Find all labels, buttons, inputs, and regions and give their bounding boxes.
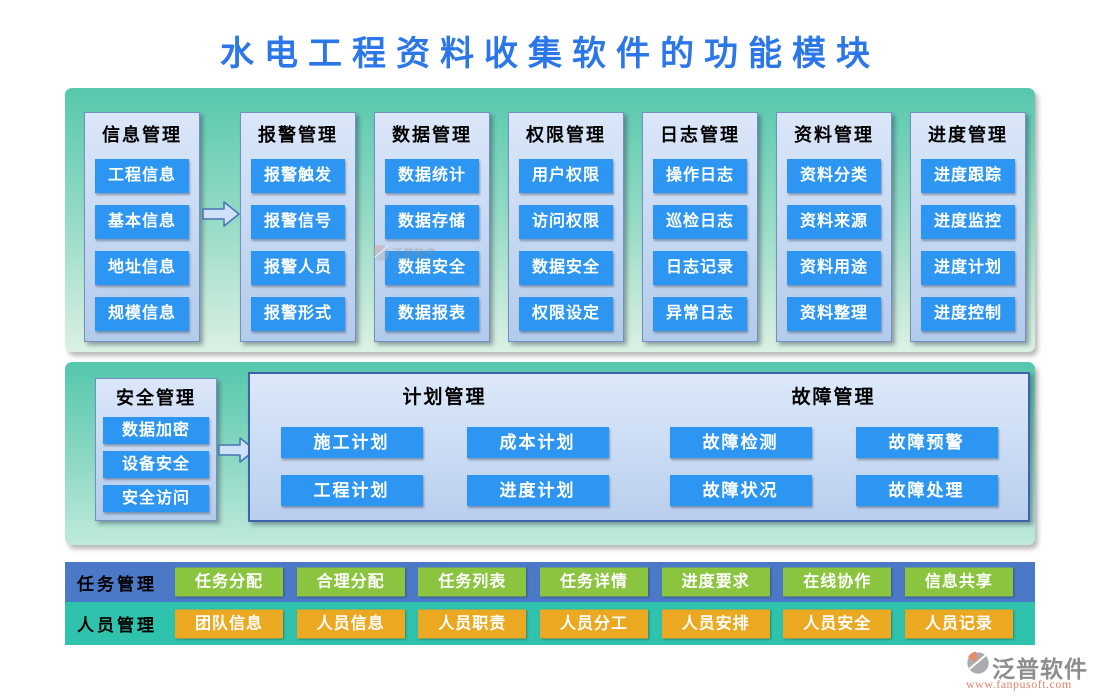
personnel-button[interactable]: 人员分工 <box>539 609 648 638</box>
module-item-button[interactable]: 数据报表 <box>385 297 479 331</box>
task-button[interactable]: 信息共享 <box>904 567 1013 597</box>
module-item-button[interactable]: 权限设定 <box>519 297 613 331</box>
module-card-permission: 权限管理 用户权限 访问权限 数据安全 权限设定 <box>508 112 624 342</box>
module-card-material: 资料管理 资料分类 资料来源 资料用途 资料整理 <box>776 112 892 342</box>
security-card: 安全管理 数据加密 设备安全 安全访问 <box>95 378 217 521</box>
module-item-button[interactable]: 异常日志 <box>653 297 747 331</box>
module-title: 报警管理 <box>258 125 338 145</box>
module-item-button[interactable]: 报警信号 <box>251 205 345 239</box>
module-item-button[interactable]: 故障预警 <box>855 427 998 458</box>
module-item-button[interactable]: 数据存储 <box>385 205 479 239</box>
brand-name: 泛普软件 <box>992 657 1088 682</box>
module-item-button[interactable]: 成本计划 <box>466 427 609 458</box>
fanpu-logo-icon <box>967 651 989 674</box>
module-item-button[interactable]: 进度监控 <box>921 205 1015 239</box>
page-title: 水电工程资料收集软件的功能模块 <box>220 36 880 73</box>
module-item-button[interactable]: 数据加密 <box>103 417 209 444</box>
module-item-button[interactable]: 资料用途 <box>787 251 881 285</box>
task-button[interactable]: 在线协作 <box>783 567 892 597</box>
module-item-button[interactable]: 故障检测 <box>669 427 812 458</box>
module-item-button[interactable]: 进度计划 <box>921 251 1015 285</box>
task-button[interactable]: 进度要求 <box>661 567 770 597</box>
brand-url: www.fanpusoft.com <box>966 677 1072 691</box>
module-item-button[interactable]: 操作日志 <box>653 159 747 193</box>
personnel-management-band: 人员管理 团队信息 人员信息 人员职责 人员分工 人员安排 人员安全 人员记录 <box>65 602 1035 645</box>
module-item-button[interactable]: 工程计划 <box>280 475 423 506</box>
module-item-button[interactable]: 报警人员 <box>251 251 345 285</box>
module-item-button[interactable]: 日志记录 <box>653 251 747 285</box>
plan-fault-panel: 计划管理 施工计划 成本计划 工程计划 进度计划 故障管理 故障检测 故障预警 … <box>248 372 1030 522</box>
module-item-button[interactable]: 资料分类 <box>787 159 881 193</box>
personnel-button[interactable]: 人员安排 <box>661 609 770 638</box>
module-item-button[interactable]: 基本信息 <box>95 205 189 239</box>
module-item-button[interactable]: 数据安全 <box>385 251 479 285</box>
flow-arrow-icon <box>218 437 256 463</box>
module-title: 安全管理 <box>116 388 196 408</box>
module-item-button[interactable]: 用户权限 <box>519 159 613 193</box>
task-button[interactable]: 任务分配 <box>175 567 283 597</box>
module-title: 数据管理 <box>392 125 472 145</box>
flow-arrow-icon <box>202 201 240 227</box>
module-title: 进度管理 <box>928 125 1008 145</box>
module-item-button[interactable]: 工程信息 <box>95 159 189 193</box>
module-title: 资料管理 <box>794 125 874 145</box>
band-label: 任务管理 <box>77 574 157 594</box>
middle-section: 安全管理 数据加密 设备安全 安全访问 计划管理 施工计划 成本计划 工程计划 … <box>65 362 1035 545</box>
module-item-button[interactable]: 进度跟踪 <box>921 159 1015 193</box>
module-item-button[interactable]: 故障状况 <box>669 475 812 506</box>
module-item-button[interactable]: 巡检日志 <box>653 205 747 239</box>
module-card-info: 信息管理 工程信息 基本信息 地址信息 规模信息 <box>84 112 200 342</box>
module-item-button[interactable]: 故障处理 <box>855 475 998 506</box>
module-title: 权限管理 <box>526 125 606 145</box>
group-title: 故障管理 <box>791 387 876 408</box>
module-card-data: 数据管理 数据统计 数据存储 数据安全 数据报表 <box>374 112 490 342</box>
brand-logo: 泛普软件 www.fanpusoft.com <box>964 650 1094 694</box>
module-item-button[interactable]: 资料整理 <box>787 297 881 331</box>
module-item-button[interactable]: 安全访问 <box>103 485 209 512</box>
module-item-button[interactable]: 报警触发 <box>251 159 345 193</box>
group-title: 计划管理 <box>402 387 487 408</box>
module-title: 日志管理 <box>660 125 740 145</box>
module-item-button[interactable]: 数据统计 <box>385 159 479 193</box>
module-title: 信息管理 <box>102 125 182 145</box>
module-item-button[interactable]: 数据安全 <box>519 251 613 285</box>
module-card-alarm: 报警管理 报警触发 报警信号 报警人员 报警形式 <box>240 112 356 342</box>
module-item-button[interactable]: 进度控制 <box>921 297 1015 331</box>
module-item-button[interactable]: 设备安全 <box>103 451 209 478</box>
task-button[interactable]: 任务列表 <box>418 567 527 597</box>
top-modules-section: 信息管理 工程信息 基本信息 地址信息 规模信息 报警管理 报警触发 报警信号 … <box>65 88 1035 352</box>
personnel-button[interactable]: 人员信息 <box>296 609 405 638</box>
personnel-button[interactable]: 人员安全 <box>783 609 892 638</box>
plan-group: 计划管理 施工计划 成本计划 工程计划 进度计划 <box>250 374 639 520</box>
module-card-log: 日志管理 操作日志 巡检日志 日志记录 异常日志 <box>642 112 758 342</box>
module-item-button[interactable]: 资料来源 <box>787 205 881 239</box>
module-item-button[interactable]: 进度计划 <box>466 475 609 506</box>
module-item-button[interactable]: 地址信息 <box>95 251 189 285</box>
fault-group: 故障管理 故障检测 故障预警 故障状况 故障处理 <box>639 374 1028 520</box>
module-item-button[interactable]: 规模信息 <box>95 297 189 331</box>
module-item-button[interactable]: 访问权限 <box>519 205 613 239</box>
module-card-progress: 进度管理 进度跟踪 进度监控 进度计划 进度控制 <box>910 112 1026 342</box>
personnel-button[interactable]: 团队信息 <box>175 609 283 638</box>
personnel-button[interactable]: 人员职责 <box>418 609 527 638</box>
band-label: 人员管理 <box>77 616 157 635</box>
task-button[interactable]: 任务详情 <box>539 567 648 597</box>
personnel-button[interactable]: 人员记录 <box>904 609 1013 638</box>
task-button[interactable]: 合理分配 <box>296 567 405 597</box>
module-item-button[interactable]: 施工计划 <box>280 427 423 458</box>
task-management-band: 任务管理 任务分配 合理分配 任务列表 任务详情 进度要求 在线协作 信息共享 <box>65 562 1035 602</box>
module-item-button[interactable]: 报警形式 <box>251 297 345 331</box>
